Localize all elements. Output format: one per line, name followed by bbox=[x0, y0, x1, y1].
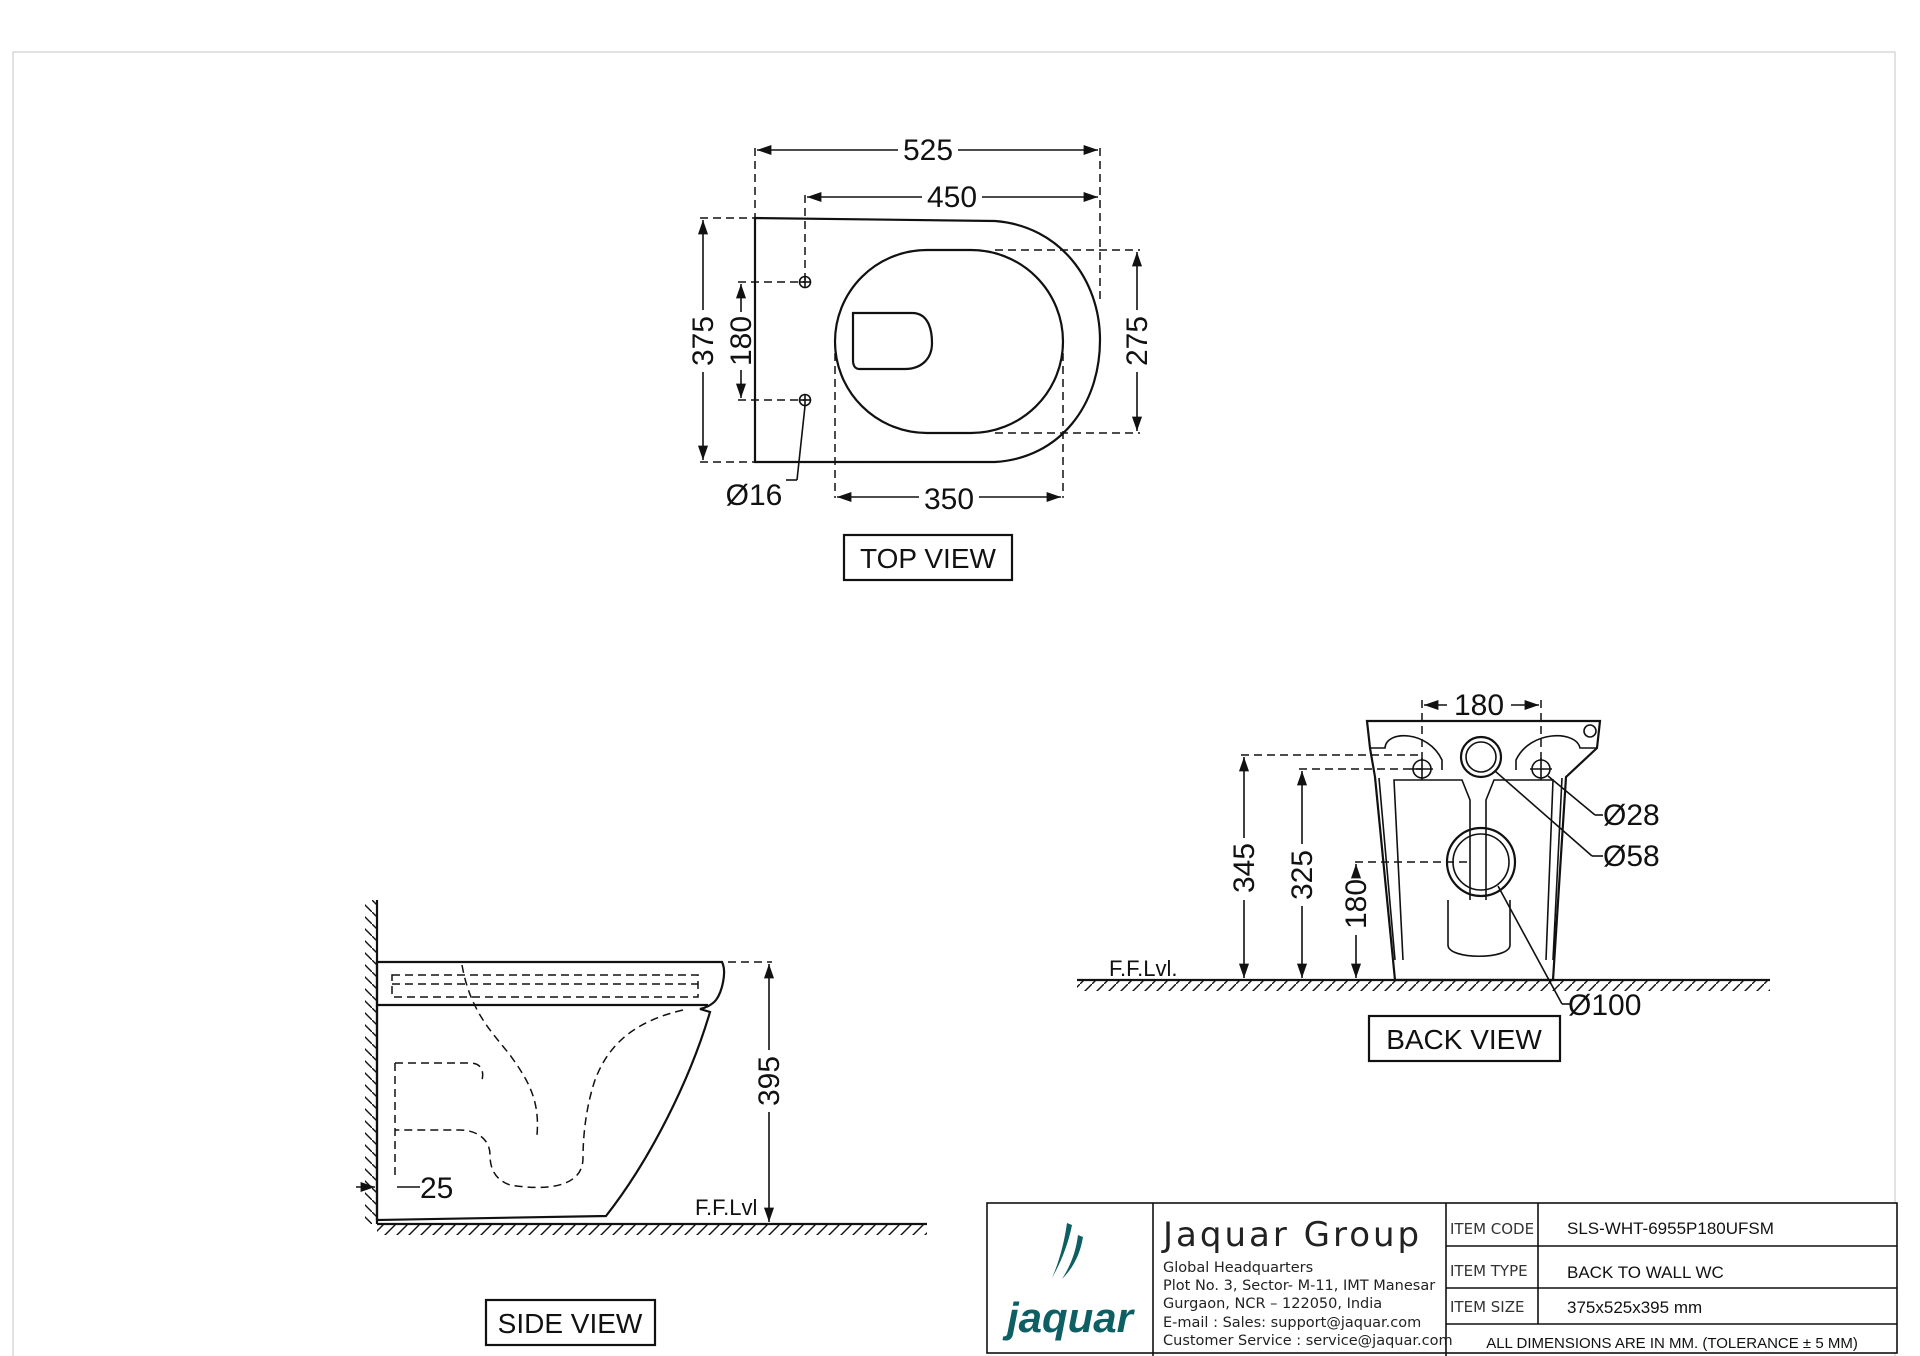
item-type-key: ITEM TYPE bbox=[1450, 1262, 1528, 1280]
item-size-key: ITEM SIZE bbox=[1450, 1298, 1524, 1316]
address-line-3: Gurgaon, NCR – 122050, India bbox=[1163, 1296, 1382, 1312]
back-view-floor-label: F.F.Lvl. bbox=[1109, 956, 1177, 981]
jaquar-logo: jaquar bbox=[1002, 1223, 1136, 1341]
item-code-value: SLS-WHT-6955P180UFSM bbox=[1567, 1219, 1774, 1238]
dim-375: 375 bbox=[687, 316, 720, 366]
top-view: 525 450 375 180 275 Ø16 350 TOP VIEW bbox=[687, 134, 1154, 582]
back-view-outline bbox=[1365, 719, 1602, 982]
side-view-floor-hatch bbox=[377, 1224, 927, 1235]
dim-180-top: 180 bbox=[725, 316, 758, 366]
item-size-value: 375x525x395 mm bbox=[1567, 1298, 1702, 1317]
dim-525: 525 bbox=[903, 134, 953, 167]
side-view-label: SIDE VIEW bbox=[498, 1308, 643, 1339]
dim-275: 275 bbox=[1121, 316, 1154, 366]
dim-350: 350 bbox=[924, 483, 974, 516]
side-view-label-box bbox=[484, 1298, 657, 1347]
back-view-floor-hatch bbox=[1077, 980, 1770, 991]
dim-395: 395 bbox=[753, 1056, 786, 1106]
sheet-border bbox=[12, 51, 1896, 1356]
item-type-value: BACK TO WALL WC bbox=[1567, 1263, 1724, 1282]
dim-450: 450 bbox=[927, 181, 977, 214]
dim-o100: Ø100 bbox=[1568, 989, 1641, 1022]
side-view-floor-label: F.F.Lvl bbox=[695, 1195, 757, 1220]
top-view-outline bbox=[753, 216, 1102, 464]
side-view-outline bbox=[375, 960, 726, 1222]
logo-mark-upper bbox=[1052, 1223, 1072, 1278]
back-view-inlet-o58 bbox=[1459, 735, 1503, 779]
dimensions-note: ALL DIMENSIONS ARE IN MM. (TOLERANCE ± 5… bbox=[1486, 1335, 1858, 1352]
back-view-label: BACK VIEW bbox=[1386, 1024, 1542, 1055]
side-view-wall-hatch bbox=[365, 900, 377, 1224]
dim-o58: Ø58 bbox=[1603, 840, 1660, 873]
side-view: 395 25 F.F.Lvl SIDE VIEW bbox=[356, 900, 927, 1347]
dim-180-back-vert: 180 bbox=[1340, 879, 1373, 929]
address-line-2: Plot No. 3, Sector- M-11, IMT Manesar bbox=[1163, 1278, 1435, 1294]
dim-325: 325 bbox=[1286, 850, 1319, 900]
logo-text: jaquar bbox=[1002, 1294, 1136, 1341]
title-block: jaquar Jaquar Group Global Headquarters … bbox=[986, 1202, 1898, 1356]
top-view-label: TOP VIEW bbox=[860, 543, 996, 574]
item-code-key: ITEM CODE bbox=[1450, 1220, 1534, 1238]
back-view-label-box bbox=[1367, 1014, 1562, 1063]
side-view-seat bbox=[391, 974, 699, 998]
logo-mark-lower bbox=[1062, 1235, 1083, 1279]
dim-o16: Ø16 bbox=[726, 479, 783, 512]
top-view-label-box bbox=[842, 533, 1014, 582]
address-line-1: Global Headquarters bbox=[1163, 1260, 1313, 1276]
dim-25: 25 bbox=[420, 1172, 453, 1205]
address-line-4: E-mail : Sales: support@jaquar.com bbox=[1163, 1315, 1421, 1331]
company-name: Jaquar Group bbox=[1161, 1215, 1422, 1255]
back-view-outlet-o100 bbox=[1445, 826, 1517, 898]
top-view-bowl-rim bbox=[833, 248, 1065, 435]
top-view-outlet bbox=[851, 311, 934, 371]
back-view-fixing-hole-right bbox=[1530, 758, 1552, 780]
address-line-5: Customer Service : service@jaquar.com bbox=[1163, 1333, 1453, 1349]
dim-345: 345 bbox=[1228, 843, 1261, 893]
back-view: 180 345 325 180 Ø28 Ø58 Ø100 F.F.Lvl. BA… bbox=[1077, 689, 1770, 1063]
dim-180-back-top: 180 bbox=[1454, 689, 1504, 722]
dim-o28: Ø28 bbox=[1603, 799, 1660, 832]
